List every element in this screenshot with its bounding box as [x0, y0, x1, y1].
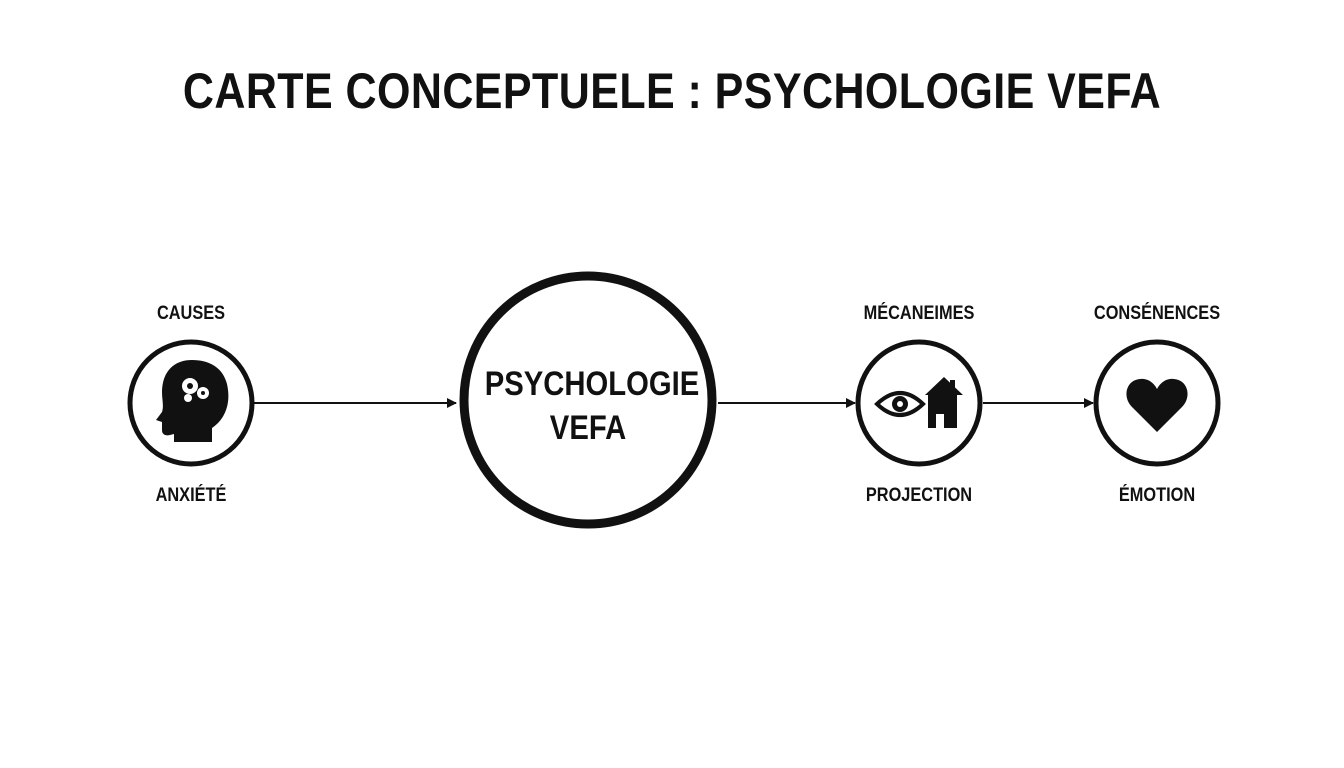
causes-heading: CAUSES: [156, 303, 226, 324]
center-label-line2: VEFA: [549, 409, 627, 447]
eye-house-icon: [874, 377, 963, 428]
center-node: [459, 271, 717, 529]
head-gears-icon: [156, 360, 229, 442]
heart-icon: [1126, 378, 1188, 432]
causes-node: [127, 339, 255, 467]
page-title: CARTE CONCEPTUELE : PSYCHOLOGIE VEFA: [182, 63, 1162, 119]
center-node-label: PSYCHOLOGIE VEFA: [484, 362, 700, 450]
mecanismes-node: [855, 339, 983, 467]
mecanismes-heading: MÉCANEIMES: [863, 303, 975, 324]
consequences-node: [1093, 339, 1221, 467]
causes-caption: ANXIÉTÉ: [155, 485, 227, 506]
consequences-heading: CONSÉNENCES: [1093, 303, 1221, 324]
center-label-line1: PSYCHOLOGIE: [484, 365, 700, 403]
mecanismes-caption: PROJECTION: [865, 485, 973, 506]
consequences-caption: ÉMOTION: [1118, 485, 1196, 506]
